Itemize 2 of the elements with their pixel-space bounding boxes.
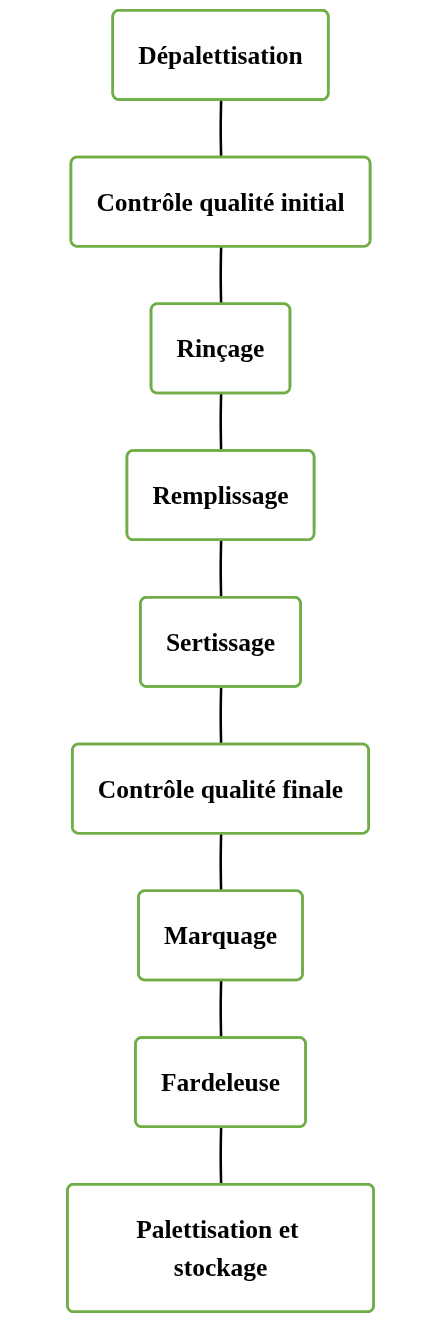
connector	[219, 540, 223, 598]
connector	[219, 1127, 223, 1185]
